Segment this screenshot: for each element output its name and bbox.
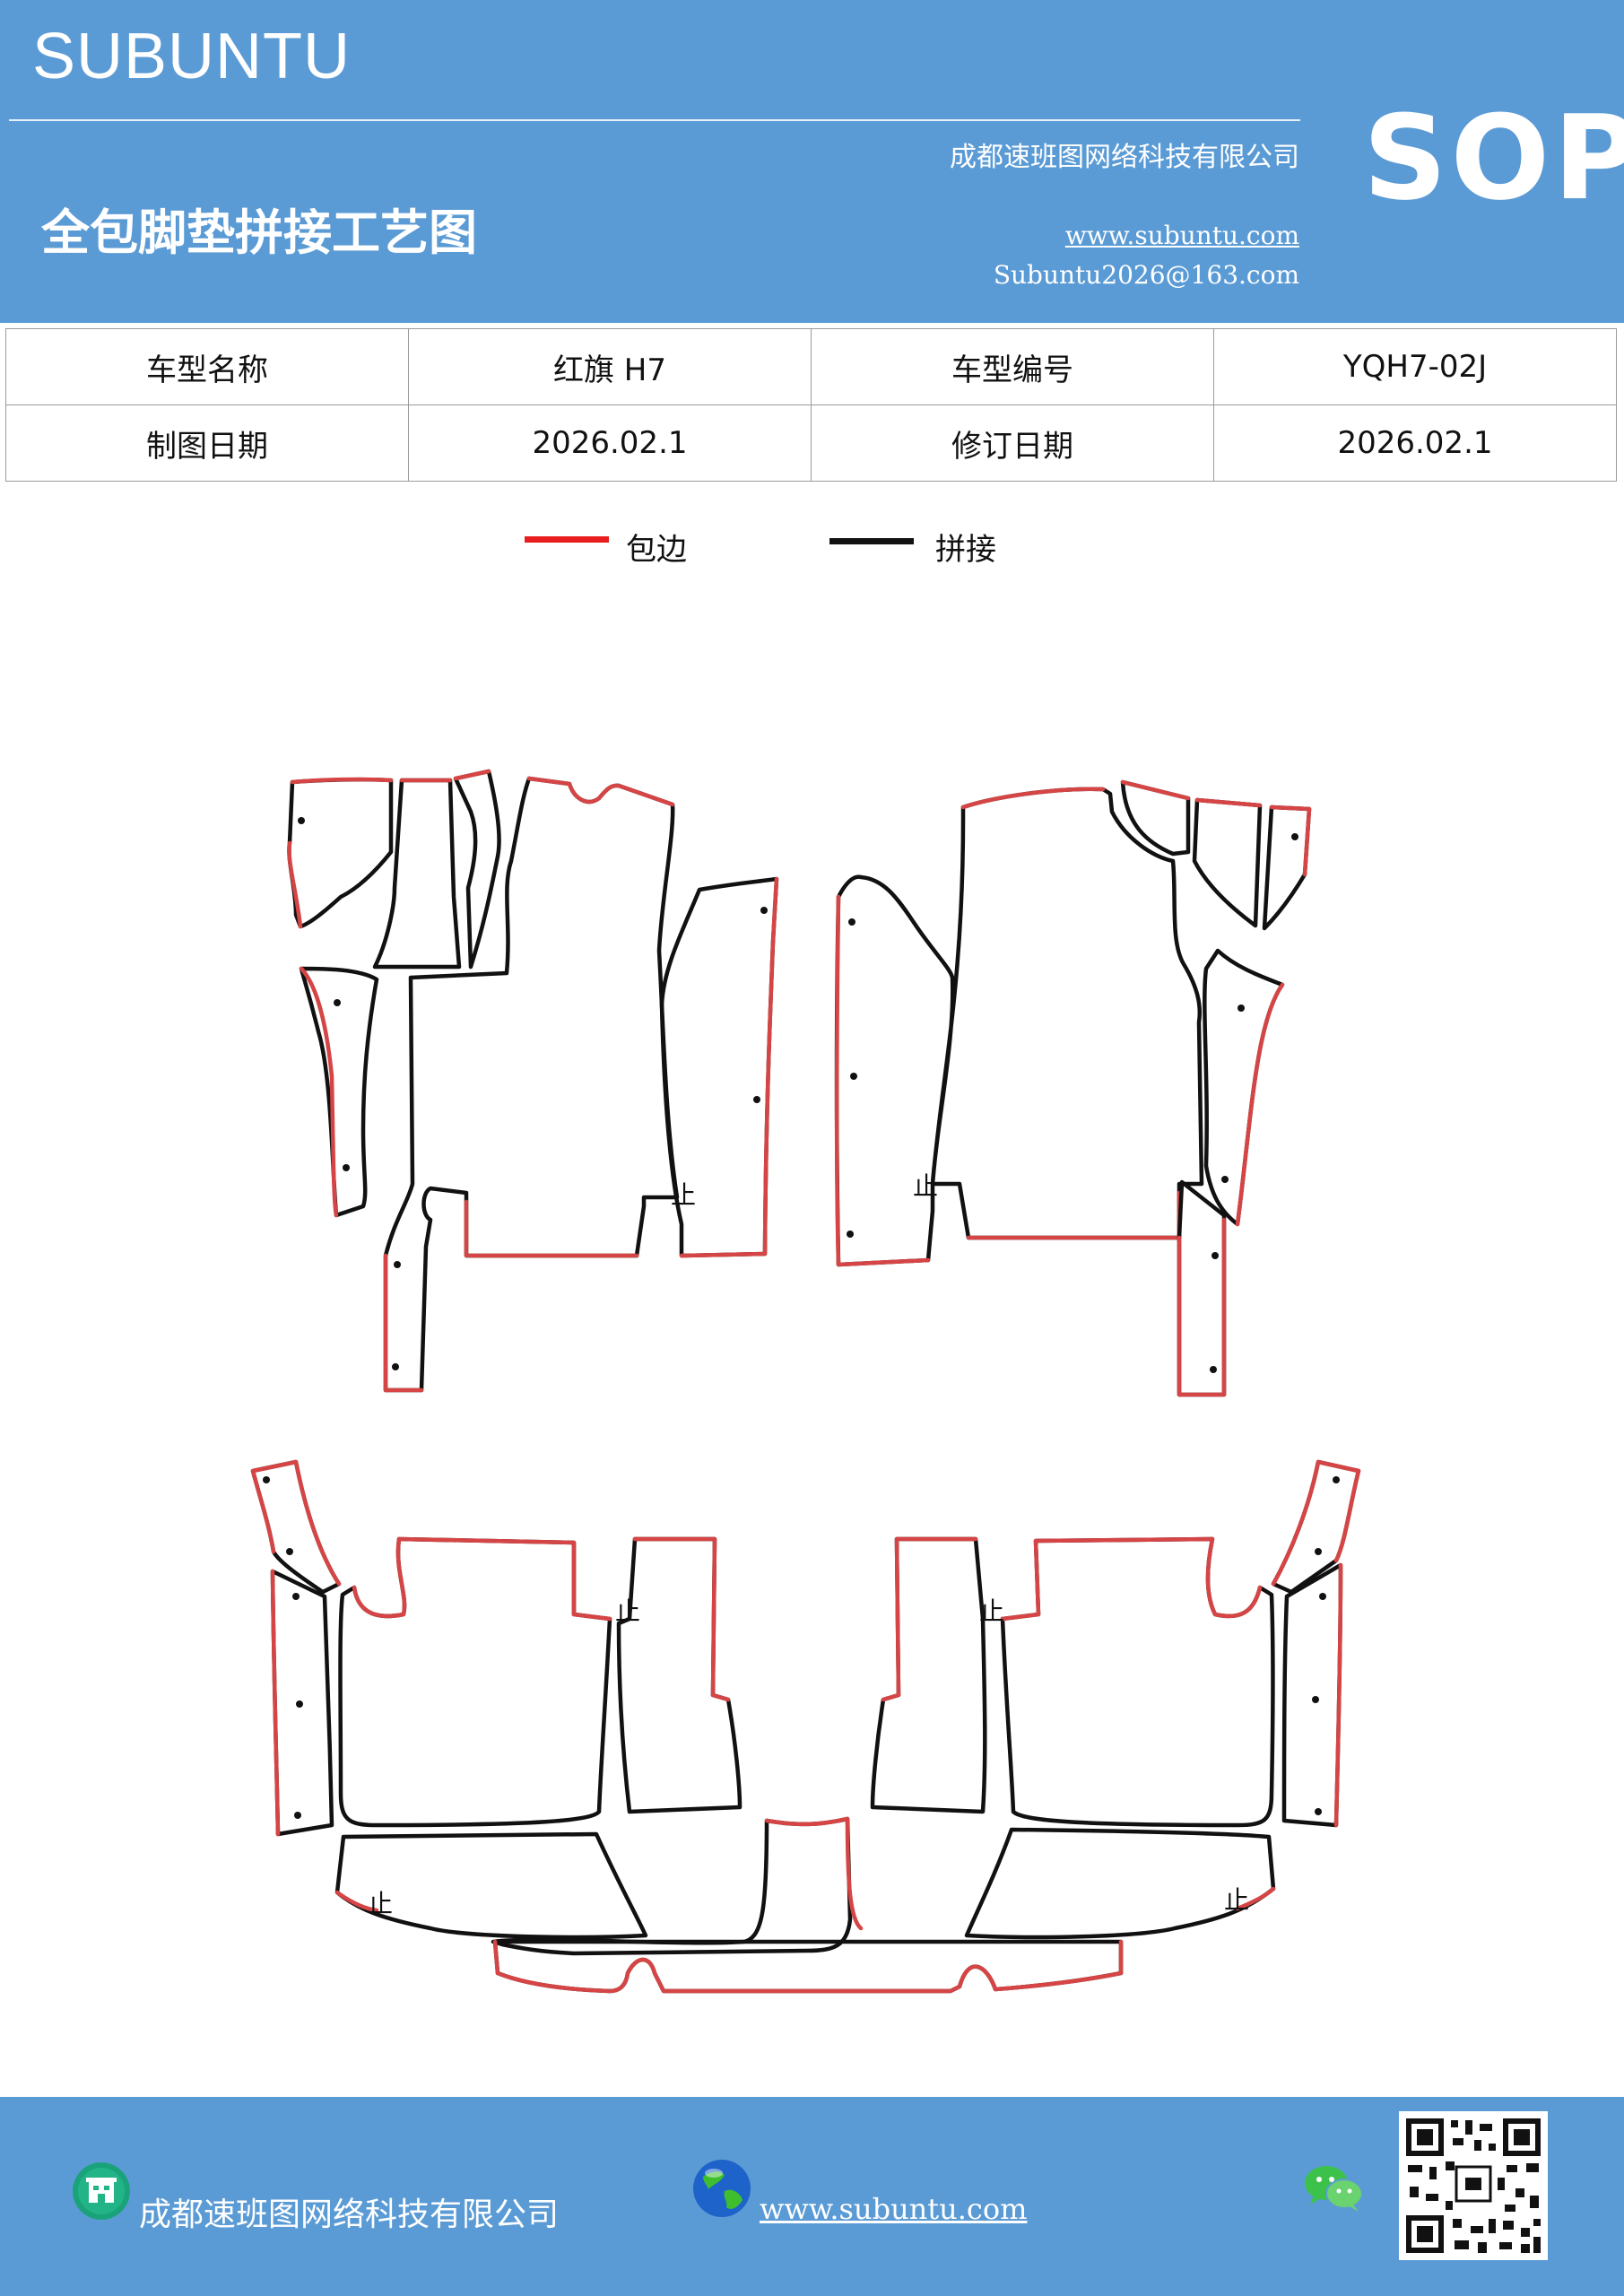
info-table: 车型名称 红旗 H7 车型编号 YQH7-02J 制图日期 2026.02.1 … [5, 328, 1617, 482]
mat-piece [453, 769, 501, 970]
header-company: 成都速班图网络科技有限公司 [950, 142, 1299, 173]
mat-piece [1177, 1179, 1227, 1397]
header-banner [0, 0, 1624, 323]
mat-piece [834, 787, 1204, 1267]
stop-mark: 止 [671, 1180, 696, 1210]
mat-piece [299, 966, 379, 1218]
mat-edge [453, 769, 491, 781]
mat-piece [870, 1536, 987, 1814]
front-left-mat-group [287, 769, 779, 1393]
draw-date-label: 制图日期 [5, 404, 409, 482]
mat-edge [492, 1939, 1124, 1994]
mat-edge [881, 1536, 978, 1702]
legend-edge-swatch [525, 536, 609, 543]
legend-join-label: 拼接 [935, 532, 996, 568]
table-row: 制图日期 2026.02.1 修订日期 2026.02.1 [5, 404, 1617, 482]
wechat-icon [1305, 2166, 1363, 2212]
header-website-link[interactable]: www.subuntu.com [1064, 221, 1299, 250]
mat-piece [1120, 779, 1191, 857]
header-email: Subuntu2026@163.com [993, 260, 1299, 290]
mat-edge [1120, 779, 1191, 801]
model-name-value: 红旗 H7 [408, 328, 812, 405]
model-name-label: 车型名称 [5, 328, 409, 405]
legend-join-swatch [829, 538, 914, 544]
mounting-dots [263, 817, 1340, 1819]
mat-piece [334, 1831, 648, 1940]
mat-piece [372, 778, 462, 970]
mat-piece [491, 1816, 853, 1956]
mat-edge [1235, 982, 1285, 1227]
draw-date-value: 2026.02.1 [408, 404, 812, 482]
rear-right-mat-group [845, 1459, 1361, 1940]
mat-edge [250, 1459, 342, 1587]
revise-date-value: 2026.02.1 [1213, 404, 1617, 482]
mat-piece [1000, 1536, 1275, 1828]
mat-edge [679, 876, 779, 1258]
mat-piece [338, 1536, 612, 1828]
stop-mark: 止 [913, 1171, 938, 1201]
mat-edge [287, 777, 394, 929]
mat-piece [1262, 804, 1312, 931]
stop-mark: 止 [615, 1596, 640, 1626]
qr-code [1399, 2111, 1548, 2260]
mat-edge [1269, 804, 1312, 877]
stop-mark: 止 [368, 1889, 393, 1918]
mat-edge [1000, 1536, 1263, 1622]
mat-edge [1235, 1886, 1276, 1911]
revise-date-label: 修订日期 [811, 404, 1214, 482]
model-code-value: YQH7-02J [1213, 328, 1617, 405]
mat-edge [845, 1816, 864, 1931]
legend-edge-label: 包边 [626, 532, 687, 568]
header-divider [9, 119, 1300, 121]
mat-piece [964, 1827, 1276, 1940]
mat-edge [334, 1890, 379, 1913]
footer-company: 成都速班图网络科技有限公司 [139, 2196, 560, 2233]
mat-edge [383, 776, 675, 1393]
mat-piece [1281, 1562, 1343, 1828]
mat-piece [383, 776, 680, 1393]
model-code-label: 车型编号 [811, 328, 1214, 405]
mat-edge [299, 966, 339, 1218]
mat-edge [632, 1536, 731, 1702]
stop-mark: 止 [979, 1596, 1004, 1626]
mat-piece [287, 777, 394, 929]
globe-icon [693, 2160, 751, 2217]
brand-name: SUBUNTU [32, 21, 352, 92]
building-icon [73, 2162, 130, 2220]
mat-edge [1271, 1459, 1361, 1587]
floor-mat-drawing: 止 止 止 止 止 止 [250, 769, 1361, 1994]
mat-edge [270, 1569, 281, 1837]
mat-edge [1194, 797, 1263, 808]
mat-edge [352, 1536, 612, 1622]
document-title: 全包脚垫拼接工艺图 [41, 204, 477, 261]
mat-piece [1192, 797, 1263, 928]
mat-piece [616, 1536, 743, 1814]
rear-left-mat-group [250, 1459, 1124, 1994]
footer-website-link[interactable]: www.subuntu.com [760, 2192, 1028, 2226]
mat-edge [1177, 1217, 1227, 1397]
mat-edge [1333, 1562, 1343, 1828]
mat-edge [834, 787, 1182, 1267]
stop-mark: 止 [1224, 1885, 1249, 1915]
table-row: 车型名称 红旗 H7 车型编号 YQH7-02J [5, 328, 1617, 405]
mat-edge [764, 1816, 850, 1827]
front-right-mat-group [834, 779, 1312, 1397]
sop-badge: SOP [1363, 90, 1624, 226]
